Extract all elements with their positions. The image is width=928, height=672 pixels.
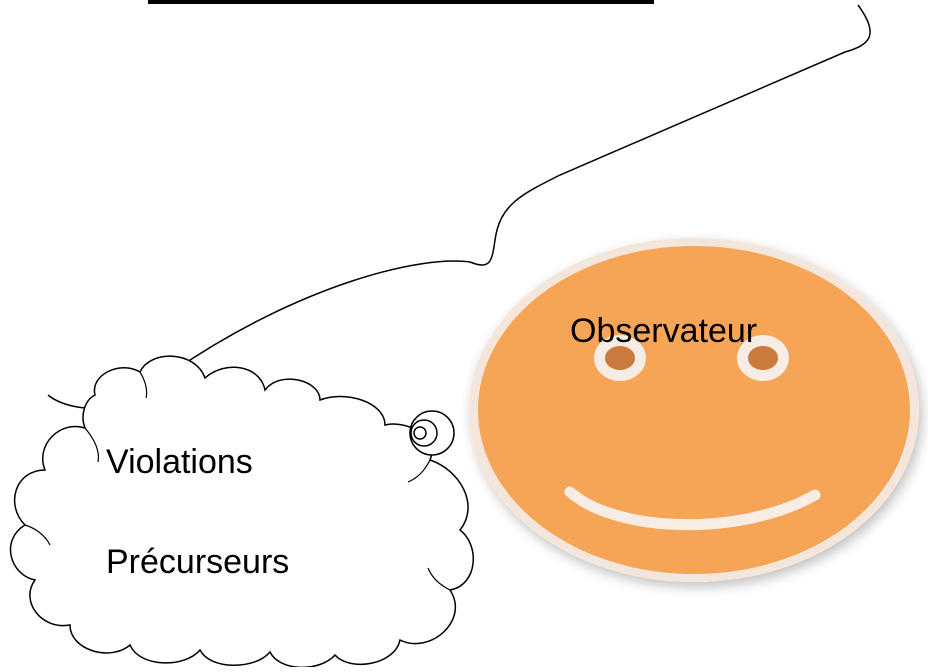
cloud-scallop [427, 567, 451, 591]
cloud-scallop [407, 459, 431, 483]
cloud-scallop [84, 427, 100, 463]
face-smile [564, 486, 821, 531]
pupil-left [605, 346, 635, 370]
pupil-right [748, 346, 778, 370]
smiley-face [469, 238, 919, 582]
cloud-scallop [24, 524, 51, 546]
thought-bubble-small [413, 426, 427, 440]
thought-item-precursors: Précurseurs [106, 543, 290, 581]
thought-bubbles [409, 410, 455, 456]
face-eye-left [594, 335, 646, 381]
thought-item-violations: Violations [106, 443, 253, 481]
thought-cloud [9, 355, 474, 669]
cloud-scallop [139, 371, 148, 399]
face-eye-right [737, 335, 789, 381]
observer-label: Observateur [570, 312, 758, 350]
face [478, 246, 910, 574]
